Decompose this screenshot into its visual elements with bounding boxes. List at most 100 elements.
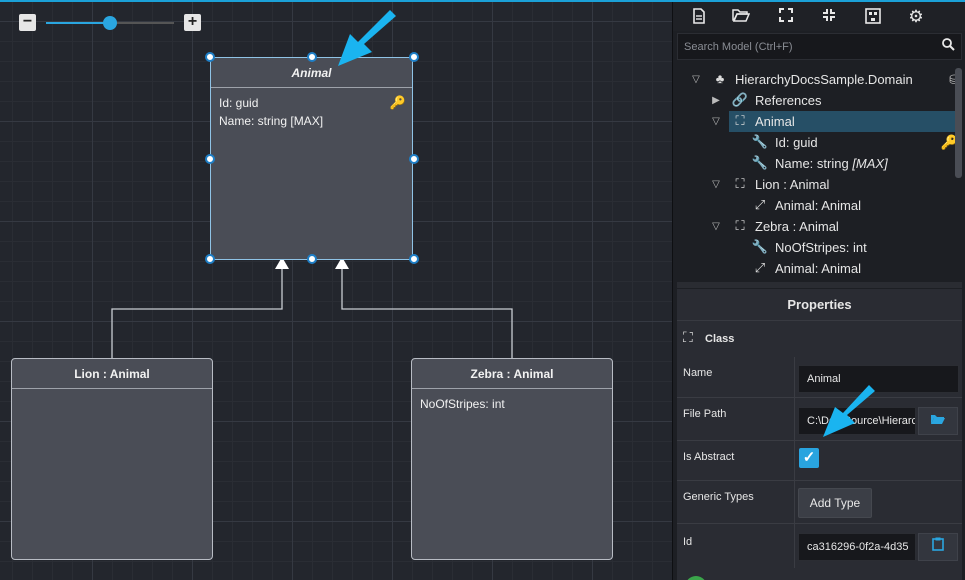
expand-all-icon[interactable] (777, 8, 795, 26)
panel-splitter[interactable] (677, 282, 962, 288)
model-search-input[interactable] (684, 34, 924, 59)
id-input[interactable]: ca316296-0f2a-4d35 (798, 533, 916, 561)
is-abstract-checkbox[interactable]: ✓ (799, 448, 819, 468)
key-icon: 🔑 (389, 95, 406, 110)
tree-item-animal-wrapper: ▽ ⛶ Animal (677, 111, 962, 132)
tree-label: Lion : Animal (755, 177, 830, 192)
collapse-toggle-icon[interactable]: ▽ (692, 74, 700, 85)
resize-handle-bottom[interactable] (307, 254, 317, 264)
property-label: File Path (683, 408, 727, 420)
tree-item-lion-association[interactable]: ⤢ Animal: Animal (677, 195, 962, 216)
new-document-icon[interactable] (690, 8, 708, 26)
class-icon: ⛶ (735, 113, 745, 128)
zoom-out-button[interactable]: − (19, 14, 36, 31)
animal-class-node[interactable]: Animal Id: guid 🔑 Name: string [MAX] (210, 57, 413, 260)
resize-handle-left[interactable] (205, 154, 215, 164)
model-search-box (677, 33, 962, 60)
class-attributes: NoOfStripes: int (412, 389, 612, 419)
property-abstract-row: Is Abstract ✓ (677, 441, 962, 481)
property-divider (794, 398, 795, 440)
tree-item-domain[interactable]: ▽ ♣ HierarchyDocsSample.Domain ⛁ (677, 69, 962, 90)
lion-inheritance-arrowhead (275, 257, 289, 269)
tree-item-references[interactable]: ▶ 🔗 References (677, 90, 962, 111)
tree-item-zebra-stripes[interactable]: 🔧 NoOfStripes: int (677, 237, 962, 258)
class-icon: ⛶ (735, 218, 745, 233)
zoom-slider-thumb[interactable] (103, 16, 117, 30)
property-generic-row: Generic Types Add Type (677, 481, 962, 524)
expand-toggle-icon[interactable]: ▶ (712, 95, 720, 106)
tree-label: References (755, 93, 822, 108)
diagram-canvas[interactable]: − + Animal Id: guid 🔑 Name: string [MAX] (0, 2, 672, 580)
attribute-row[interactable]: NoOfStripes: int (420, 395, 604, 413)
collapse-toggle-icon[interactable]: ▽ (712, 221, 720, 232)
tree-label: Animal: Animal (775, 198, 861, 213)
attribute-text: NoOfStripes: int (420, 397, 505, 411)
property-label: Id (683, 536, 693, 548)
wrench-icon: 🔧 (751, 155, 769, 170)
tree-scrollbar[interactable] (955, 68, 962, 178)
wrench-icon: 🔧 (751, 134, 769, 149)
class-icon: ⛶ (683, 329, 693, 345)
name-input[interactable]: Animal (798, 365, 959, 393)
zoom-slider[interactable] (46, 16, 174, 30)
property-divider (794, 441, 795, 480)
attribute-row[interactable]: Id: guid 🔑 (219, 94, 406, 112)
model-toolbar: ⚙ (673, 2, 965, 31)
domain-hierarchy-icon: ♣ (715, 71, 725, 86)
copy-clipboard-button[interactable] (918, 533, 958, 561)
tree-item-zebra-association[interactable]: ⤢ Animal: Animal (677, 258, 962, 279)
resize-handle-bottom-left[interactable] (205, 254, 215, 264)
tree-item-lion[interactable]: ▽ ⛶ Lion : Animal (677, 174, 962, 195)
resize-handle-bottom-right[interactable] (409, 254, 419, 264)
resize-handle-top-left[interactable] (205, 52, 215, 62)
tree-label-name: Name: string (775, 156, 853, 171)
database-icon: ⛁ (949, 69, 960, 90)
class-attributes: Id: guid 🔑 Name: string [MAX] (211, 88, 412, 136)
collapse-toggle-icon[interactable]: ▽ (712, 179, 720, 190)
browse-folder-button[interactable] (918, 407, 958, 435)
tree-label: Animal: Animal (775, 261, 861, 276)
collapse-all-icon[interactable] (820, 8, 838, 26)
lion-class-node[interactable]: Lion : Animal (11, 358, 213, 560)
status-indicator-icon (685, 576, 707, 580)
zoom-in-button[interactable]: + (184, 14, 201, 31)
lion-inheritance-line[interactable] (111, 268, 283, 358)
diagram-view-icon[interactable] (864, 8, 882, 26)
callout-arrow-icon (338, 10, 396, 66)
tree-item-animal-id[interactable]: 🔧 Id: guid 🔑 (677, 132, 962, 153)
open-folder-icon[interactable] (732, 8, 751, 26)
zebra-class-node[interactable]: Zebra : Animal NoOfStripes: int (411, 358, 613, 560)
resize-handle-top-right[interactable] (409, 52, 419, 62)
tree-label: NoOfStripes: int (775, 240, 867, 255)
class-title: Animal (211, 58, 412, 88)
property-divider (794, 481, 795, 523)
class-icon: ⛶ (735, 176, 745, 191)
settings-gear-icon[interactable]: ⚙ (908, 7, 924, 26)
tree-item-zebra[interactable]: ▽ ⛶ Zebra : Animal (677, 216, 962, 237)
filepath-input[interactable]: C:\Dev\Source\HierarchyDocsSample (798, 407, 916, 435)
property-divider (794, 357, 795, 397)
property-label: Name (683, 367, 713, 379)
property-label: Generic Types (683, 491, 754, 503)
tree-item-animal[interactable]: ⛶ Animal (729, 111, 959, 132)
association-icon: ⤢ (754, 197, 766, 212)
tree-label: Zebra : Animal (755, 219, 839, 234)
resize-handle-right[interactable] (409, 154, 419, 164)
attribute-row[interactable]: Name: string [MAX] (219, 112, 404, 130)
property-divider (794, 524, 795, 568)
search-icon[interactable] (942, 38, 955, 54)
model-panel: ⚙ ▽ ♣ HierarchyDocsSample.Domain ⛁ ▶ 🔗 R… (672, 2, 965, 580)
collapse-toggle-icon[interactable]: ▽ (712, 116, 720, 127)
properties-panel: Properties ⛶ Class Name Animal File Path… (677, 289, 962, 580)
inheritance-connectors (111, 257, 513, 358)
resize-handle-top[interactable] (307, 52, 317, 62)
class-title: Lion : Animal (12, 359, 212, 389)
add-type-button[interactable]: Add Type (798, 488, 872, 518)
zebra-inheritance-line[interactable] (341, 268, 513, 358)
tree-label: Animal (755, 114, 795, 129)
properties-title: Properties (677, 289, 962, 321)
model-tree: ▽ ♣ HierarchyDocsSample.Domain ⛁ ▶ 🔗 Ref… (677, 64, 962, 282)
tree-label-type: [MAX] (852, 156, 888, 171)
tree-item-animal-name[interactable]: 🔧 Name: string [MAX] (677, 153, 962, 174)
